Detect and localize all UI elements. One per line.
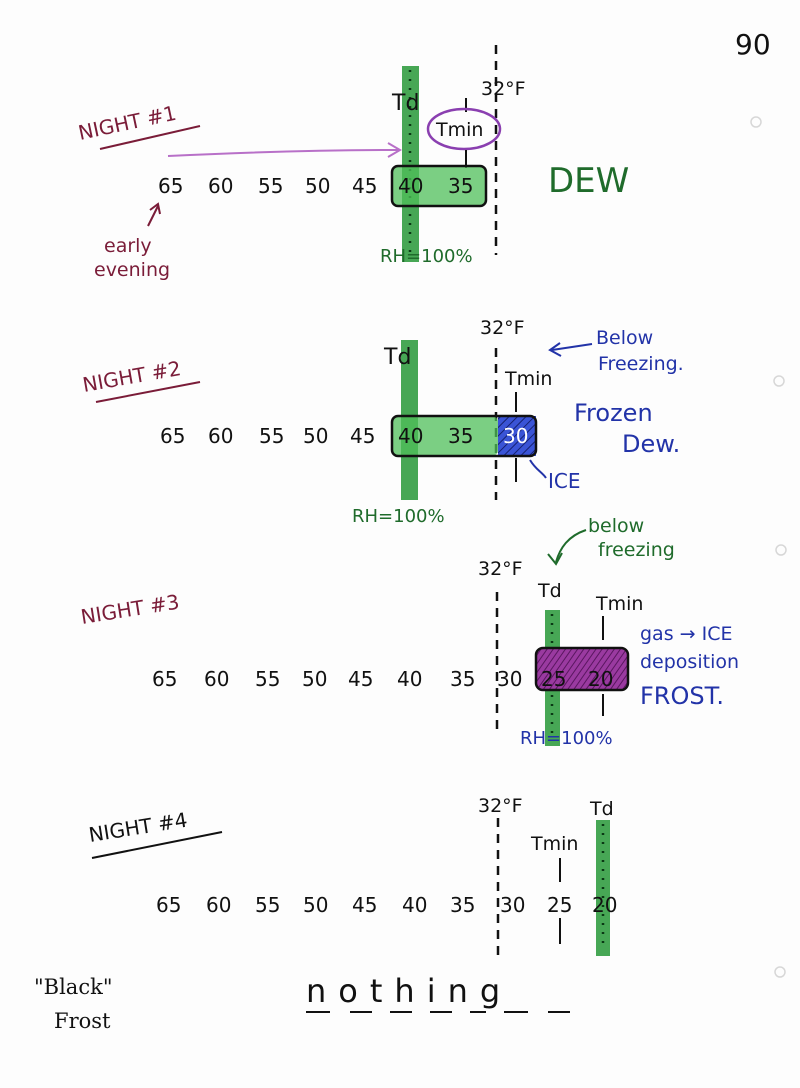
result-nothing: nothing (306, 972, 512, 1010)
frost-box-3 (536, 648, 628, 690)
td-label-4: Td (589, 798, 614, 820)
ice-region-2 (498, 416, 536, 456)
freezing-label-1: 32°F (481, 78, 526, 100)
saturation-box-2 (392, 416, 498, 456)
scale-3-tick: 30 (497, 667, 522, 691)
night-2-label: NIGHT #2 (81, 356, 183, 397)
scale-2-tick: 60 (208, 424, 233, 448)
scale-1-tick: 45 (352, 174, 377, 198)
note-line: evening (94, 259, 170, 281)
note-line: Below (596, 327, 653, 349)
scale-4-tick: 45 (352, 893, 377, 917)
scale-3-tick: 45 (348, 667, 373, 691)
note-line: freezing (598, 539, 675, 561)
scale-3-tick: 55 (255, 667, 280, 691)
night-2: NIGHT #2 32°F Td Tmin Below Freezing. 65… (81, 317, 684, 527)
scale-1-tick: 35 (448, 174, 473, 198)
scale-4-tick: 25 (547, 893, 572, 917)
night-4: NIGHT #4 32°F Tmin Td 65 60 55 50 45 40 … (34, 795, 617, 1033)
scale-1-tick: 60 (208, 174, 233, 198)
result-line: FROST. (640, 682, 724, 710)
scale-3-tick: 50 (302, 667, 327, 691)
tmin-label-3: Tmin (595, 593, 643, 615)
td-label-1: Td (391, 91, 419, 116)
rh-label-1: RH=100% (380, 246, 473, 267)
result-line: deposition (640, 651, 739, 673)
rh-label-3: RH=100% (520, 728, 613, 749)
page-number: 90 (735, 28, 771, 61)
scale-4-tick: 40 (402, 893, 427, 917)
scale-3: 65 60 55 50 45 40 35 30 25 20 (152, 667, 613, 691)
night-3-label: NIGHT #3 (79, 590, 181, 629)
scale-4-tick: 55 (255, 893, 280, 917)
early-evening-note: early evening (94, 235, 170, 281)
binder-holes (750, 116, 787, 978)
note-line: early (104, 235, 152, 257)
dewpoint-column-1 (402, 66, 419, 262)
freezing-label-2: 32°F (480, 317, 525, 339)
result-dew: DEW (548, 161, 629, 201)
scale-2-tick: 30 (503, 424, 528, 448)
note-line: "Black" (34, 975, 112, 999)
tmin-label-4: Tmin (530, 833, 578, 855)
scale-4-tick: 35 (450, 893, 475, 917)
scale-3-tick: 60 (204, 667, 229, 691)
night-3: NIGHT #3 32°F below freezing Td Tmin 65 … (79, 515, 745, 749)
below-freezing-note-3: below freezing (588, 515, 675, 561)
result-line: Dew. (622, 430, 680, 458)
ice-label-2: ICE (548, 469, 581, 493)
scale-2-tick: 65 (160, 424, 185, 448)
td-label-3: Td (537, 580, 562, 602)
scale-2: 65 60 55 50 45 40 35 30 (160, 424, 528, 448)
result-line: gas → ICE (640, 623, 732, 645)
scale-4-tick: 30 (500, 893, 525, 917)
scale-3-tick: 65 (152, 667, 177, 691)
scale-2-tick: 45 (350, 424, 375, 448)
scale-3-tick: 25 (541, 667, 566, 691)
night-1-label: NIGHT #1 (76, 101, 178, 145)
scale-4: 65 60 55 50 45 40 35 30 25 20 (156, 893, 617, 917)
scale-2-tick: 50 (303, 424, 328, 448)
note-line: below (588, 515, 644, 537)
scale-1-tick: 50 (305, 174, 330, 198)
scale-4-tick: 20 (592, 893, 617, 917)
frozen-dew-result: Frozen Dew. (574, 399, 680, 458)
scale-4-tick: 60 (206, 893, 231, 917)
note-line: Frost (54, 1009, 111, 1033)
rh-label-2: RH=100% (352, 506, 445, 527)
black-frost-note: "Black" Frost (34, 975, 119, 1033)
below-freezing-note-2: Below Freezing. (596, 327, 684, 375)
frost-result: gas → ICE deposition FROST. (640, 623, 745, 710)
td-label-2: Td (383, 345, 411, 370)
scale-1-tick: 65 (158, 174, 183, 198)
freezing-label-3: 32°F (478, 558, 523, 580)
night-1: NIGHT #1 32°F Td Tmin 65 60 55 50 45 40 … (76, 45, 629, 281)
cooling-arrow-1 (167, 149, 399, 157)
scale-2-tick: 55 (259, 424, 284, 448)
scale-3-tick: 35 (450, 667, 475, 691)
tmin-label-1: Tmin (435, 119, 483, 141)
scale-4-tick: 50 (303, 893, 328, 917)
scale-2-tick: 35 (448, 424, 473, 448)
freezing-label-4: 32°F (478, 795, 523, 817)
scale-1: 65 60 55 50 45 40 35 (158, 174, 473, 198)
scale-3-tick: 40 (397, 667, 422, 691)
scale-1-tick: 55 (258, 174, 283, 198)
tmin-circle-1 (426, 107, 502, 151)
scale-4-tick: 65 (156, 893, 181, 917)
note-line: Freezing. (598, 353, 684, 375)
result-line: Frozen (574, 399, 653, 427)
saturation-box-1 (392, 166, 486, 206)
scale-2-tick: 40 (398, 424, 423, 448)
scale-1-tick: 40 (398, 174, 423, 198)
tmin-label-2: Tmin (504, 368, 552, 390)
scale-3-tick: 20 (588, 667, 613, 691)
